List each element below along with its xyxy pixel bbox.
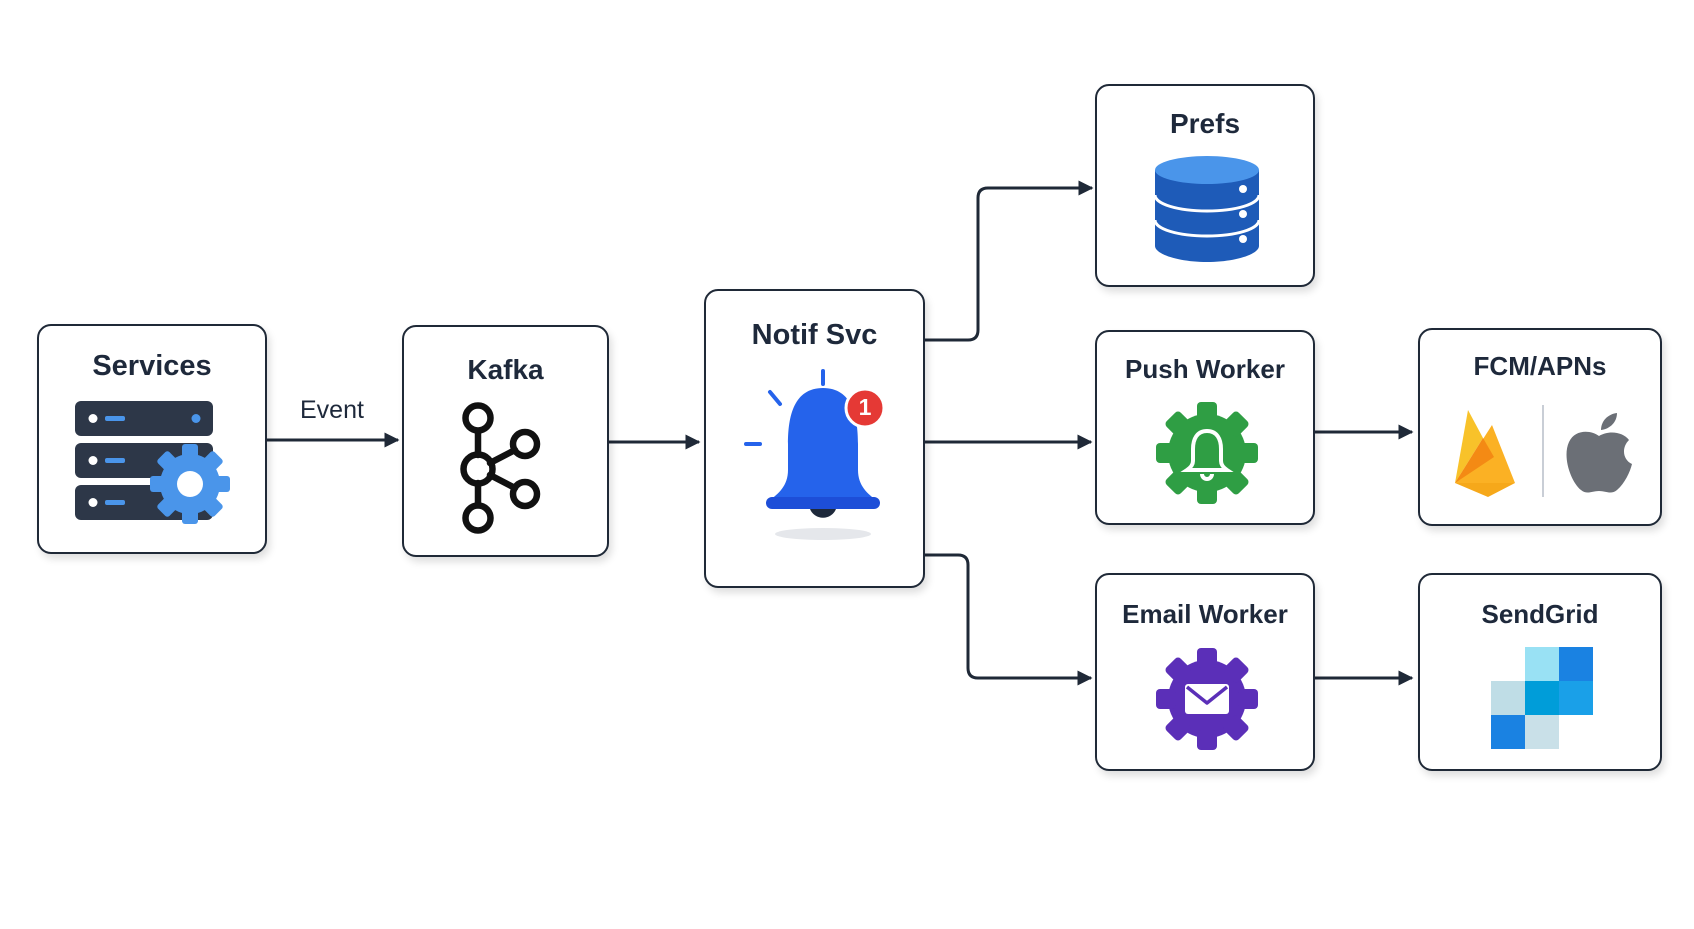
push-worker-label: Push Worker: [1125, 354, 1285, 384]
server-gear-icon: [75, 401, 230, 524]
notif-svc-node[interactable]: Notif Svc 1: [704, 289, 925, 588]
database-icon: [1153, 156, 1261, 262]
edge-label-event: Event: [300, 396, 364, 424]
firebase-icon: [1455, 410, 1515, 497]
prefs-node[interactable]: Prefs: [1095, 84, 1315, 287]
email-worker-node[interactable]: Email Worker: [1095, 573, 1315, 771]
fcm-apns-label: FCM/APNs: [1473, 351, 1607, 381]
email-worker-label: Email Worker: [1122, 599, 1288, 629]
notification-badge: 1: [858, 394, 872, 420]
fcm-apns-node[interactable]: FCM/APNs: [1418, 328, 1662, 526]
services-node[interactable]: Services: [37, 324, 267, 554]
edge-notif-email: [925, 553, 1093, 686]
divider-line: [1542, 405, 1544, 497]
push-gear-bell-icon: [1156, 402, 1258, 504]
kafka-icon: [460, 402, 541, 534]
prefs-label: Prefs: [1169, 108, 1241, 139]
push-worker-node[interactable]: Push Worker: [1095, 330, 1315, 525]
apple-icon: [1566, 413, 1632, 493]
sendgrid-node[interactable]: SendGrid: [1418, 573, 1662, 771]
sendgrid-icon: [1491, 647, 1593, 749]
notif-svc-label: Notif Svc: [751, 319, 878, 351]
email-gear-icon: [1156, 648, 1258, 750]
kafka-label: Kafka: [467, 354, 544, 385]
services-label: Services: [92, 350, 212, 382]
bell-icon: [744, 369, 886, 540]
edge-notif-prefs: [925, 180, 1094, 342]
sendgrid-label: SendGrid: [1481, 599, 1599, 629]
kafka-node[interactable]: Kafka: [402, 325, 609, 557]
